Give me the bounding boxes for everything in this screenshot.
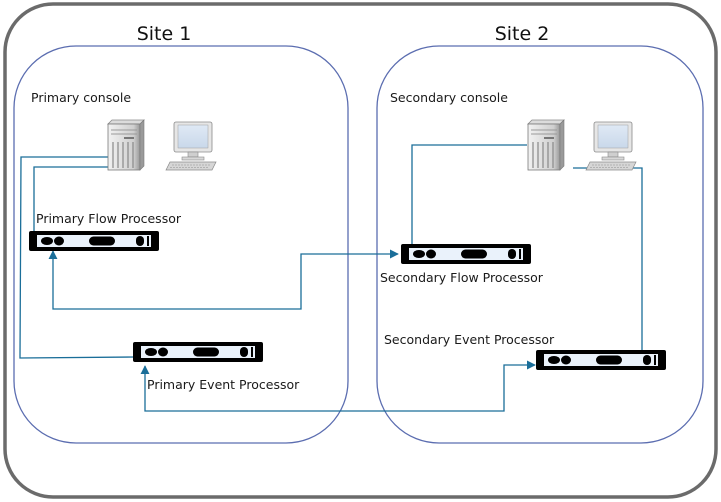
secondary-console-label: Secondary console [390, 90, 508, 105]
link-event-processors [140, 360, 536, 412]
connectors [19, 144, 643, 412]
node-primary-console[interactable]: Primary console [31, 90, 217, 171]
rack-appliance-icon [401, 244, 531, 264]
link-primary-console-to-primary-event [19, 156, 136, 359]
site-2-title: Site 2 [495, 23, 550, 45]
site-1: Site 1 [13, 23, 349, 444]
rack-appliance-icon [536, 350, 666, 370]
link-flow-processors [48, 249, 399, 310]
link-primary-console-to-primary-flow [33, 166, 108, 232]
rack-appliance-icon [133, 342, 263, 362]
primary-flow-processor-label: Primary Flow Processor [36, 211, 182, 226]
site-2: Site 2 [376, 23, 704, 444]
secondary-flow-processor-label: Secondary Flow Processor [380, 270, 544, 285]
site-1-title: Site 1 [137, 23, 192, 45]
node-secondary-console[interactable]: Secondary console [390, 90, 637, 171]
secondary-event-processor-label: Secondary Event Processor [384, 332, 555, 347]
node-secondary-flow-processor[interactable]: Secondary Flow Processor [380, 244, 544, 285]
node-primary-flow-processor[interactable]: Primary Flow Processor [29, 211, 182, 251]
site-1-boundary [13, 45, 349, 444]
primary-console-label: Primary console [31, 90, 131, 105]
link-secondary-console-to-secondary-flow [411, 144, 527, 245]
site-2-boundary [376, 45, 704, 444]
node-primary-event-processor[interactable]: Primary Event Processor [133, 342, 300, 392]
primary-event-processor-label: Primary Event Processor [147, 377, 300, 392]
rack-appliance-icon [29, 231, 159, 251]
node-secondary-event-processor[interactable]: Secondary Event Processor [384, 332, 666, 370]
